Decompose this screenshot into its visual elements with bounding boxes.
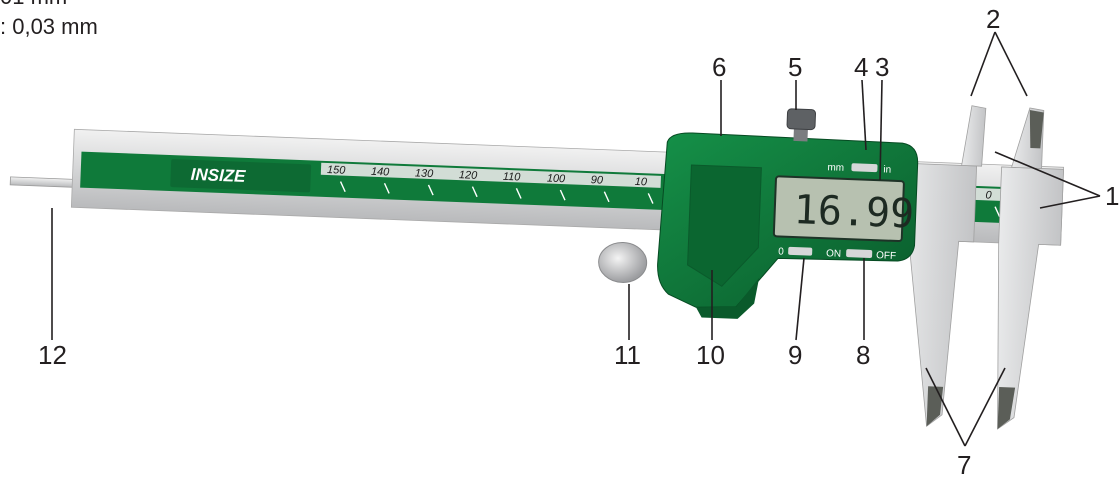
lower-jaw-tip-left [926, 386, 944, 427]
callout-10: 10 [696, 340, 725, 370]
locking-screw[interactable] [786, 108, 817, 131]
callout-7: 7 [957, 450, 971, 479]
callouts: 1 2 3 4 5 6 7 8 9 10 11 12 [38, 4, 1119, 479]
on-off-button[interactable] [846, 249, 873, 258]
mode-label-mm: mm [827, 162, 844, 174]
sliding-upper-jaw [961, 105, 987, 167]
callout-9: 9 [788, 340, 802, 370]
upper-jaw-tip [1029, 109, 1044, 149]
callout-2: 2 [986, 4, 1000, 34]
callout-6: 6 [712, 52, 726, 82]
off-label: OFF [876, 250, 896, 262]
callout-12: 12 [38, 340, 67, 370]
scale-label: 110 [503, 171, 522, 184]
spec-line-accuracy: : 0,03 mm [0, 14, 98, 39]
mode-label-in: in [883, 164, 891, 175]
scale-strip [320, 162, 662, 188]
callout-4: 4 [854, 52, 868, 82]
fixed-jaw [997, 166, 1064, 430]
callout-1: 1 [1105, 181, 1119, 211]
zero-label: 0 [778, 246, 784, 257]
scale-label: 0 [985, 189, 992, 201]
brand-logo: INSIZE [170, 159, 312, 193]
thumb-wheel[interactable] [598, 241, 648, 284]
scale-label: 140 [371, 166, 391, 179]
scale-label: 10 [635, 176, 649, 188]
leader-lines [51, 31, 1101, 447]
housing-bevel [687, 164, 762, 287]
on-label: ON [826, 248, 841, 260]
zero-button[interactable] [788, 246, 813, 256]
spec-line-resolution: 01 mm [0, 0, 67, 9]
scale-label: 150 [327, 164, 347, 177]
lower-jaw-tip-right [997, 386, 1016, 429]
callout-11: 11 [614, 340, 641, 370]
scale-label: 100 [547, 172, 567, 185]
mode-button[interactable] [851, 163, 878, 173]
callout-3: 3 [875, 52, 889, 82]
caliper: INSIZE 150 140 130 120 110 100 90 10 10 … [9, 105, 1065, 430]
lcd-reading: 16.99 [793, 187, 915, 238]
depth-rod [9, 176, 81, 188]
locking-screw-shaft [793, 126, 808, 142]
scale-label: 130 [415, 167, 435, 180]
scale-label: 120 [459, 169, 479, 182]
callout-8: 8 [856, 340, 870, 370]
lcd-screen [772, 175, 905, 243]
scale-numerals: 150 140 130 120 110 100 90 10 [327, 164, 648, 188]
callout-5: 5 [788, 52, 802, 82]
scale-label: 90 [591, 174, 605, 186]
brand-logo-text: INSIZE [190, 165, 246, 186]
sliding-jaw [901, 162, 978, 427]
